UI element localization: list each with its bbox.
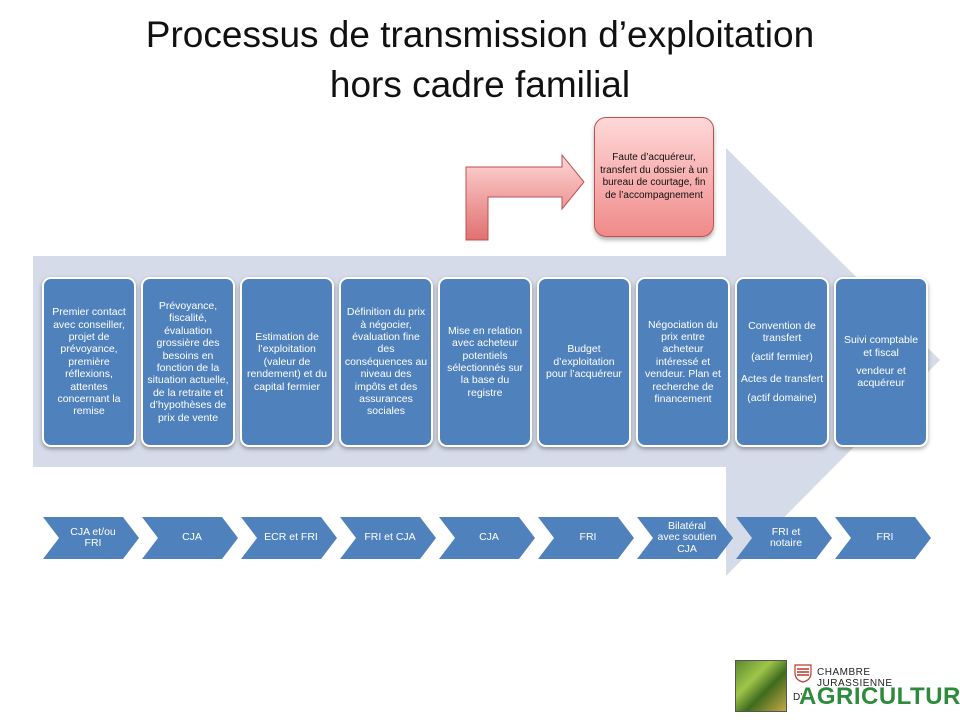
step-text: Premier contact avec conseiller, projet …: [52, 306, 126, 418]
step-text: Négociation du prix entre acheteur intér…: [645, 318, 721, 406]
actor-label: FRI et notaire: [769, 525, 803, 549]
actor-chevron-5: CJA: [439, 517, 535, 559]
step-box-5: Mise en relation avec acheteur potentiel…: [438, 277, 532, 447]
chevron-polygon: [142, 517, 238, 559]
chevron-shape: [340, 517, 436, 559]
chevron-polygon: [736, 517, 832, 559]
step-box-3: Estimation de l’exploitation (valeur de …: [240, 277, 334, 447]
chevron-shape: [736, 517, 832, 559]
jura-crest-icon: [794, 664, 812, 683]
actor-label: CJA et/ou FRI: [70, 525, 116, 549]
actor-label: FRI et CJA: [364, 531, 416, 544]
actor-label: CJA: [182, 531, 202, 544]
actor-label: Bilatéral avec soutien CJA: [657, 519, 717, 555]
step-box-7: Négociation du prix entre acheteur intér…: [636, 277, 730, 447]
chevron-shape: [439, 517, 535, 559]
callout-text: Faute d’acquéreur, transfert du dossier …: [600, 152, 708, 201]
step-text: Mise en relation avec acheteur potentiel…: [447, 324, 523, 399]
title-line-2: hors cadre familial: [329, 64, 631, 105]
chevron-polygon: [340, 517, 436, 559]
chevron-polygon: [241, 517, 337, 559]
actor-chevron-6: FRI: [538, 517, 634, 559]
logo-line-2: AGRICULTURE: [799, 683, 960, 710]
chevron-shape: [43, 517, 139, 559]
step-text: Actes de transfert: [740, 373, 824, 386]
actor-label: FRI: [876, 531, 894, 544]
chevron-shape: [142, 517, 238, 559]
actor-chevron-7: Bilatéral avec soutien CJA: [637, 517, 733, 559]
title-line-1: Processus de transmission d’exploitation: [145, 14, 815, 55]
actor-chevron-1: CJA et/ou FRI: [43, 517, 139, 559]
actor-chevron-8: FRI et notaire: [736, 517, 832, 559]
step-box-6: Budget d’exploitation pour l’acquéreur: [537, 277, 631, 447]
chevron-polygon: [43, 517, 139, 559]
actor-chevron-4: FRI et CJA: [340, 517, 436, 559]
actor-chevron-9: FRI: [835, 517, 931, 559]
actor-chevron-2: CJA: [142, 517, 238, 559]
chambre-agriculture-logo: CHAMBRE JURASSIENNE D’ AGRICULTURE: [733, 660, 960, 715]
logo-line-1: CHAMBRE JURASSIENNE: [817, 667, 893, 689]
step-text: vendeur et acquéreur: [856, 365, 906, 390]
actor-label: FRI: [579, 531, 597, 544]
actor-label: ECR et FRI: [264, 531, 318, 544]
step-text: Budget d’exploitation pour l’acquéreur: [546, 343, 622, 381]
chevron-shape: [538, 517, 634, 559]
step-text: Définition du prix à négocier, évaluatio…: [344, 306, 428, 418]
actor-label: CJA: [479, 531, 499, 544]
chevron-polygon: [439, 517, 535, 559]
step-text: (actif domaine): [747, 391, 817, 404]
step-text: Prévoyance, fiscalité, évaluation grossi…: [147, 299, 229, 424]
chevron-polygon: [538, 517, 634, 559]
step-box-2: Prévoyance, fiscalité, évaluation grossi…: [141, 277, 235, 447]
logo-leaf-image: [735, 660, 787, 712]
chevron-polygon: [835, 517, 931, 559]
page-title: Processus de transmission d’exploitation…: [0, 10, 960, 110]
callout-box: Faute d’acquéreur, transfert du dossier …: [594, 117, 714, 237]
step-text: Convention de transfert: [748, 319, 816, 345]
step-box-8: Convention de transfert (actif fermier) …: [735, 277, 829, 447]
chevron-shape: [241, 517, 337, 559]
step-text: Estimation de l’exploitation (valeur de …: [247, 330, 327, 393]
step-box-4: Définition du prix à négocier, évaluatio…: [339, 277, 433, 447]
step-box-9: Suivi comptable et fiscal vendeur et acq…: [834, 277, 928, 447]
step-box-1: Premier contact avec conseiller, projet …: [42, 277, 136, 447]
step-text: (actif fermier): [751, 350, 813, 363]
actor-chevron-3: ECR et FRI: [241, 517, 337, 559]
chevron-shape: [835, 517, 931, 559]
logo-prefix: D’: [793, 692, 803, 703]
step-text: Suivi comptable et fiscal: [843, 334, 919, 359]
chevron-shape: [637, 517, 733, 559]
chevron-polygon: [637, 517, 733, 559]
bent-arrow: [465, 153, 585, 241]
